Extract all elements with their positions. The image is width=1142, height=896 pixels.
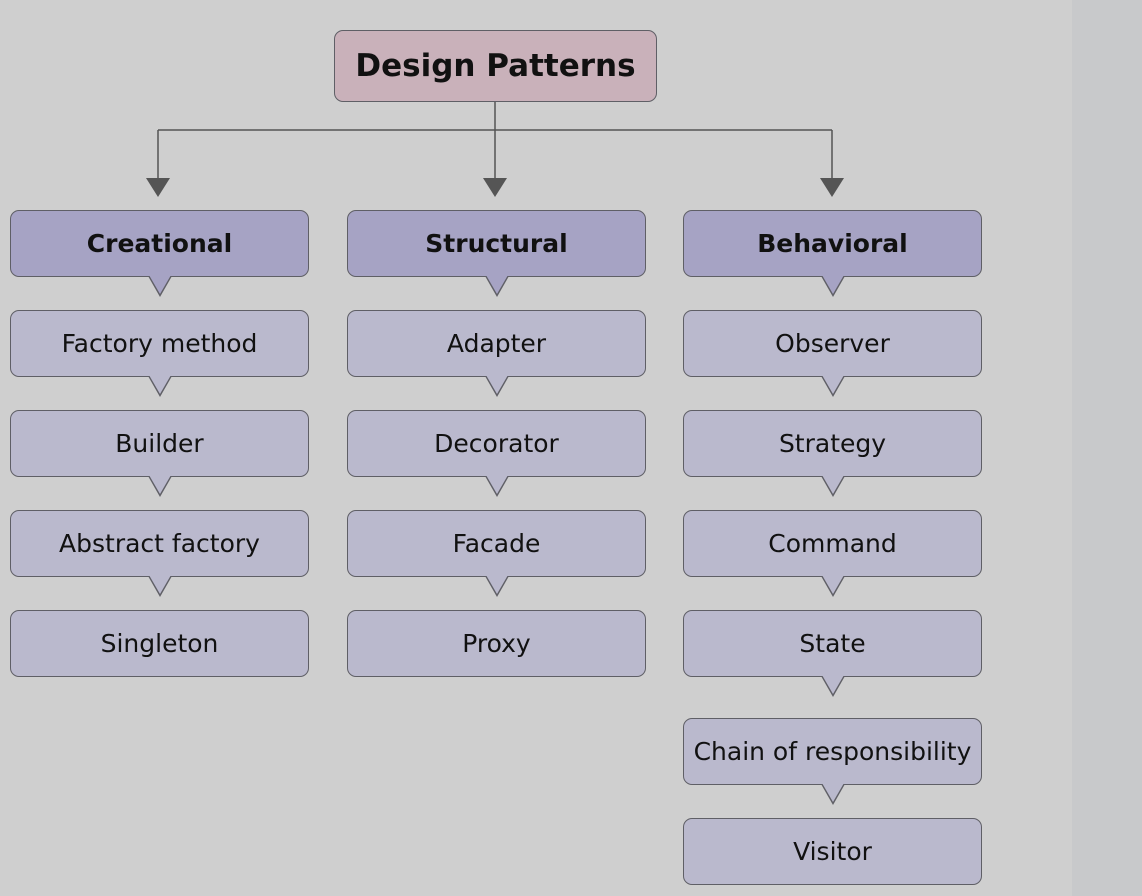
category-label: Behavioral	[757, 229, 908, 258]
arrowhead-structural	[483, 178, 507, 197]
pattern-node-abstract-factory: Abstract factory	[10, 510, 309, 577]
pattern-label: Builder	[115, 429, 204, 458]
category-node-creational: Creational	[10, 210, 309, 277]
item-pointer-command	[820, 575, 845, 597]
pattern-node-observer: Observer	[683, 310, 982, 377]
pattern-node-command: Command	[683, 510, 982, 577]
pattern-label: Facade	[452, 529, 541, 558]
category-pointer-behavioral	[820, 275, 845, 297]
pattern-label: Factory method	[61, 329, 258, 358]
pattern-label: Abstract factory	[59, 529, 260, 558]
item-pointer-state	[820, 675, 845, 697]
pattern-label: Singleton	[100, 629, 219, 658]
item-pointer-abstract-factory	[147, 575, 172, 597]
item-pointer-facade	[484, 575, 509, 597]
pattern-label: Command	[768, 529, 897, 558]
category-node-behavioral: Behavioral	[683, 210, 982, 277]
item-pointer-builder	[147, 475, 172, 497]
root-connector	[157, 102, 833, 180]
item-pointer-adapter	[484, 375, 509, 397]
root-node: Design Patterns	[334, 30, 657, 102]
pattern-node-visitor: Visitor	[683, 818, 982, 885]
pattern-node-strategy: Strategy	[683, 410, 982, 477]
category-node-structural: Structural	[347, 210, 646, 277]
pattern-node-adapter: Adapter	[347, 310, 646, 377]
category-label: Creational	[86, 229, 233, 258]
pattern-label: State	[799, 629, 866, 658]
pattern-node-proxy: Proxy	[347, 610, 646, 677]
pattern-node-decorator: Decorator	[347, 410, 646, 477]
category-pointer-creational	[147, 275, 172, 297]
arrowhead-creational	[146, 178, 170, 197]
pattern-label: Observer	[775, 329, 890, 358]
root-label: Design Patterns	[355, 48, 636, 84]
arrowhead-behavioral	[820, 178, 844, 197]
item-pointer-strategy	[820, 475, 845, 497]
pattern-label: Visitor	[793, 837, 872, 866]
pattern-node-singleton: Singleton	[10, 610, 309, 677]
pattern-node-facade: Facade	[347, 510, 646, 577]
pattern-label: Decorator	[434, 429, 559, 458]
pattern-node-builder: Builder	[10, 410, 309, 477]
item-pointer-factory-method	[147, 375, 172, 397]
pattern-label: Strategy	[778, 429, 887, 458]
pattern-node-state: State	[683, 610, 982, 677]
category-pointer-structural	[484, 275, 509, 297]
item-pointer-chain-of-responsibility	[820, 783, 845, 805]
item-pointer-decorator	[484, 475, 509, 497]
pattern-label: Chain of responsibility	[693, 737, 972, 766]
category-label: Structural	[425, 229, 568, 258]
right-margin-strip	[1072, 0, 1142, 896]
pattern-label: Proxy	[462, 629, 531, 658]
pattern-node-chain-of-responsibility: Chain of responsibility	[683, 718, 982, 785]
pattern-label: Adapter	[446, 329, 547, 358]
pattern-node-factory-method: Factory method	[10, 310, 309, 377]
item-pointer-observer	[820, 375, 845, 397]
